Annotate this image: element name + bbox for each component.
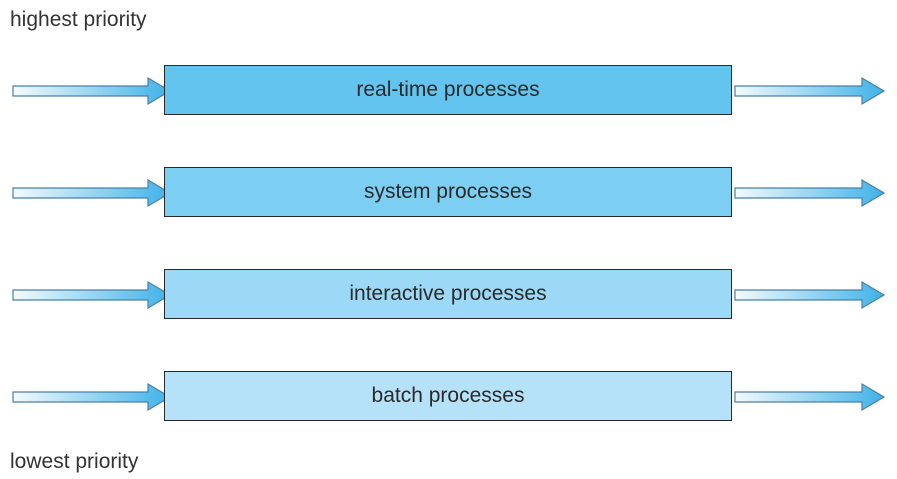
lowest-priority-label: lowest priority bbox=[10, 450, 139, 473]
input-arrow-icon bbox=[12, 178, 172, 208]
queue-label-real-time: real-time processes bbox=[356, 78, 540, 101]
queue-row-interactive: interactive processes bbox=[0, 269, 897, 321]
output-arrow-icon bbox=[734, 382, 886, 412]
queue-box-batch: batch processes bbox=[164, 371, 732, 421]
input-arrow-icon bbox=[12, 280, 172, 310]
queue-label-system: system processes bbox=[363, 180, 533, 203]
output-arrow-icon bbox=[734, 76, 886, 106]
queue-box-interactive: interactive processes bbox=[164, 269, 732, 319]
queue-box-real-time: real-time processes bbox=[164, 65, 732, 115]
queue-row-batch: batch processes bbox=[0, 371, 897, 423]
output-arrow-icon bbox=[734, 178, 886, 208]
queue-label-interactive: interactive processes bbox=[349, 282, 547, 305]
queue-row-system: system processes bbox=[0, 167, 897, 219]
queue-label-batch: batch processes bbox=[371, 384, 525, 407]
input-arrow-icon bbox=[12, 76, 172, 106]
input-arrow-icon bbox=[12, 382, 172, 412]
output-arrow-icon bbox=[734, 280, 886, 310]
queue-box-system: system processes bbox=[164, 167, 732, 217]
queue-row-real-time: real-time processes bbox=[0, 65, 897, 117]
highest-priority-label: highest priority bbox=[10, 8, 147, 31]
